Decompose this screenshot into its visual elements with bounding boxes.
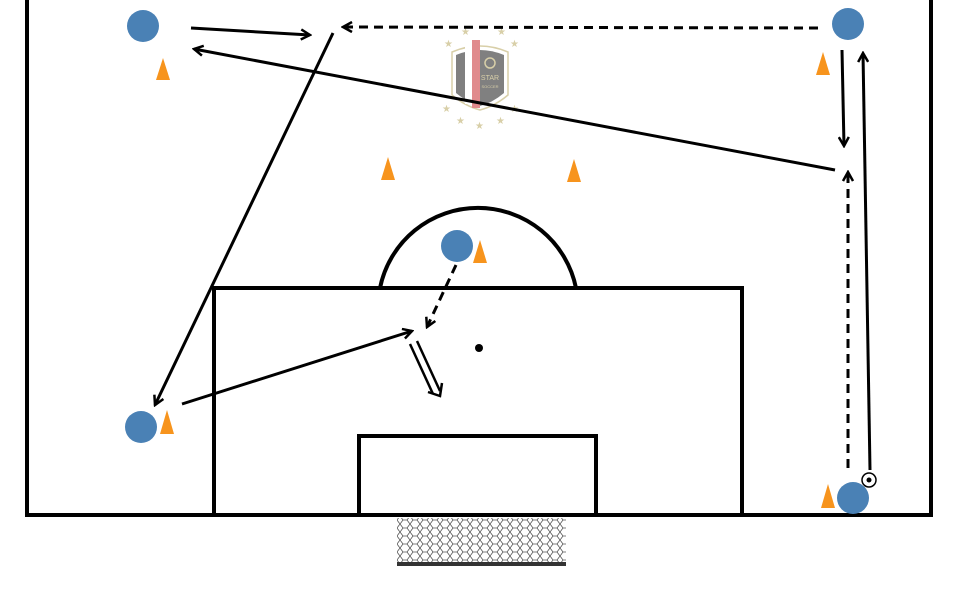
logo-text: STAR [481,75,499,82]
svg-text:★: ★ [456,116,465,127]
svg-text:★: ★ [442,104,451,115]
pass-arrow [190,26,310,35]
svg-text:★: ★ [510,39,519,50]
cone [816,52,830,75]
run-arrow-dashed [427,264,458,327]
svg-text:★: ★ [475,121,484,132]
svg-text:★: ★ [496,116,505,127]
pass-arrow [155,32,335,405]
cones [156,52,835,508]
ball-icon [861,472,877,488]
svg-text:★: ★ [497,27,506,38]
penalty-arc [378,205,578,289]
pitch-lines [25,0,933,517]
run-arrow-dashed [343,27,819,28]
cone [156,58,170,80]
svg-text:★: ★ [444,39,453,50]
svg-text:★: ★ [461,27,470,38]
pass-arrow [863,53,872,471]
player [441,230,473,262]
cone [381,157,395,180]
penalty-spot [475,344,483,352]
goal-area [357,434,598,517]
pass-arrow [181,331,412,406]
goal-net [397,518,566,566]
pass-arrow [842,49,844,146]
cone [473,240,487,263]
player [125,411,157,443]
cone [821,484,835,508]
player [837,482,869,514]
pass-arrow [194,49,836,172]
penalty-box [212,286,744,517]
cone [160,410,174,434]
cone [567,159,581,182]
shot-arrow [408,340,444,398]
players [125,8,869,514]
logo-subtext: SOCCER [481,84,498,89]
club-logo: ★★ ★★ ★★ ★★ ★ STAR SOCCER [442,27,519,132]
player [832,8,864,40]
player [127,10,159,42]
